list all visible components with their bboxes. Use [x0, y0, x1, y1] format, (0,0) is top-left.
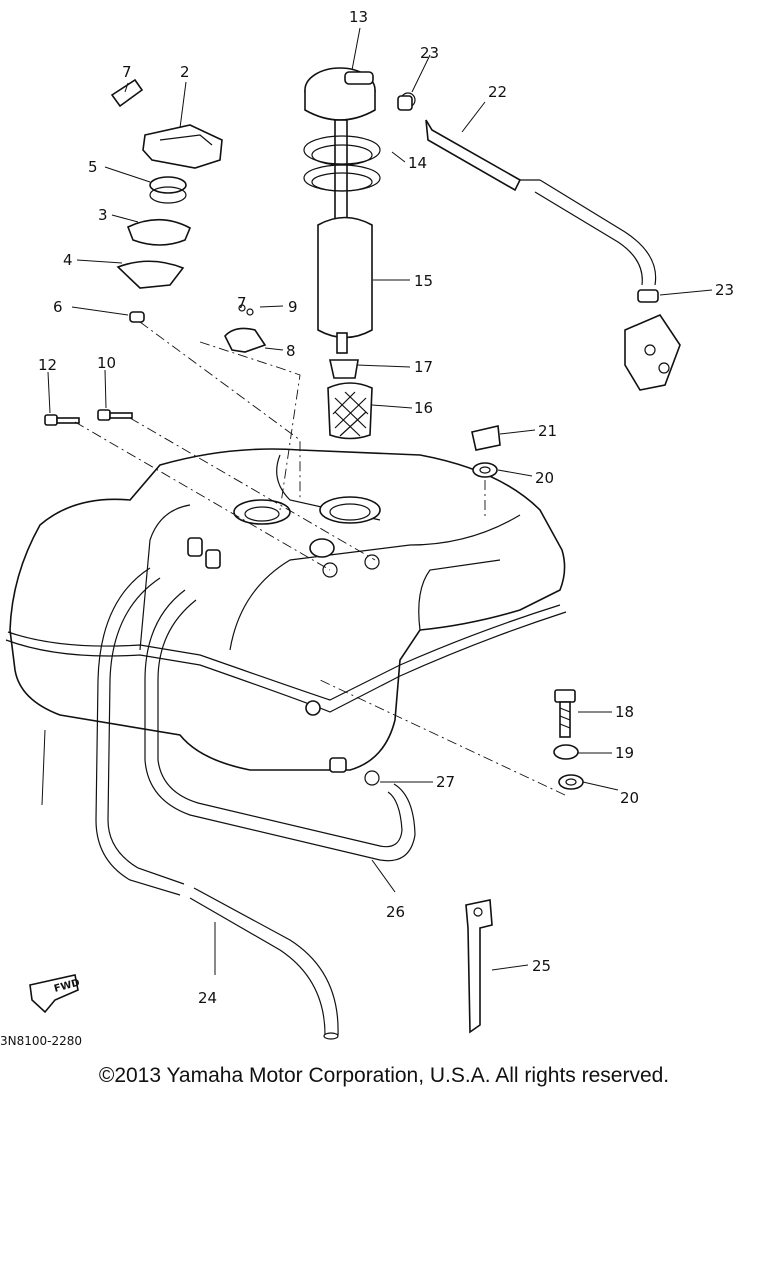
label-15: 15 [414, 272, 433, 290]
label-8: 8 [286, 342, 296, 360]
label-23-top: 23 [420, 44, 439, 62]
filler-cap-parts [110, 78, 267, 353]
hose-22 [425, 119, 657, 286]
label-25: 25 [532, 957, 551, 975]
label-14: 14 [408, 154, 427, 172]
copyright-notice: ©2013 Yamaha Motor Corporation, U.S.A. A… [98, 1064, 670, 1087]
label-22: 22 [488, 83, 507, 101]
label-24: 24 [198, 989, 217, 1007]
label-19: 19 [615, 744, 634, 762]
label-20-bottom: 20 [620, 789, 639, 807]
label-5: 5 [88, 158, 98, 176]
label-18: 18 [615, 703, 634, 721]
label-7: 7 [122, 63, 132, 81]
label-6: 6 [53, 298, 63, 316]
label-10: 10 [97, 354, 116, 372]
label-12: 12 [38, 356, 57, 374]
label-4: 4 [63, 251, 73, 269]
label-26: 26 [386, 903, 405, 921]
label-7b: 7 [237, 294, 247, 312]
label-17: 17 [414, 358, 433, 376]
hardware: FWD [29, 92, 681, 1034]
label-13: 13 [349, 8, 368, 26]
fuel-pump-assembly [303, 67, 381, 440]
hose-26 [144, 589, 416, 862]
assembly-lines [74, 321, 566, 796]
label-2: 2 [180, 63, 190, 81]
part-labels: 7 2 5 3 4 6 7 9 8 12 10 13 23 14 15 17 1… [0, 8, 734, 1048]
label-20-top: 20 [535, 469, 554, 487]
leader-lines [41, 27, 713, 975]
label-16: 16 [414, 399, 433, 417]
drawing-code: 3N8100-2280 [0, 1034, 82, 1048]
fuel-tank [5, 448, 567, 773]
label-9: 9 [288, 298, 298, 316]
fuel-tank-exploded-diagram: FWD [0, 8, 734, 1048]
label-3: 3 [98, 206, 108, 224]
label-27: 27 [436, 773, 455, 791]
label-21: 21 [538, 422, 557, 440]
hose-24 [95, 567, 339, 1040]
label-23-right: 23 [715, 281, 734, 299]
